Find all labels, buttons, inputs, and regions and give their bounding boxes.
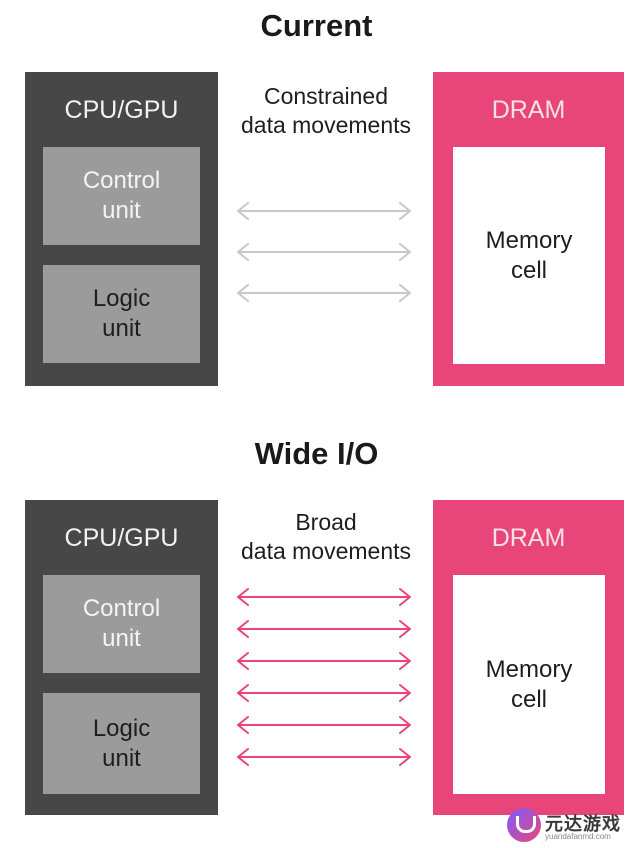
watermark-logo-icon [507,808,541,842]
control-unit-box: Control unit [43,147,200,245]
double-arrow-icon [237,652,411,670]
double-arrow-icon [237,202,411,220]
dram-label: DRAM [491,96,566,124]
logic-unit-box: Logic unit [43,693,200,794]
dram-block-current: DRAM Memory cell [433,72,624,386]
cpu-gpu-block-wide-io: CPU/GPU Control unit Logic unit [25,500,218,815]
wide-io-title: Wide I/O [254,436,379,471]
broad-caption: Broad data movements [240,509,412,564]
double-arrow-icon [237,588,411,606]
cpu-gpu-label: CPU/GPU [64,96,179,124]
memory-cell-box: Memory cell [453,147,605,364]
watermark-text: 元达游戏 [545,814,621,834]
watermark-subtext: yuandafanmd.com [545,832,611,841]
double-arrow-icon [237,684,411,702]
double-arrow-icon [237,243,411,261]
control-unit-box: Control unit [43,575,200,673]
double-arrow-icon [237,284,411,302]
double-arrow-icon [237,716,411,734]
dram-label: DRAM [491,524,566,552]
logic-unit-box: Logic unit [43,265,200,363]
double-arrow-icon [237,748,411,766]
double-arrow-icon [237,620,411,638]
cpu-gpu-label: CPU/GPU [64,524,179,552]
dram-block-wide-io: DRAM Memory cell [433,500,624,815]
current-title: Current [260,8,373,43]
cpu-gpu-block-current: CPU/GPU Control unit Logic unit [25,72,218,386]
constrained-caption: Constrained data movements [240,83,412,138]
memory-cell-box: Memory cell [453,575,605,794]
site-watermark: 元达游戏 yuandafanmd.com [505,806,633,848]
